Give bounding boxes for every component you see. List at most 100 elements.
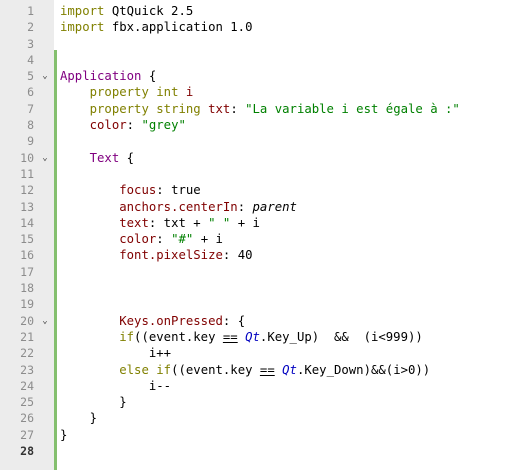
code-token [60, 151, 90, 165]
code-token: : [126, 118, 142, 133]
code-text: import QtQuick 2.5 [60, 3, 193, 19]
code-text: } [60, 394, 127, 410]
code-text: color: "grey" [60, 117, 186, 133]
code-token [60, 85, 90, 99]
code-text: property int i [60, 84, 194, 100]
code-token [60, 314, 119, 328]
code-line[interactable]: 26 } [0, 410, 532, 426]
code-token: color [89, 118, 127, 133]
code-token: property [89, 101, 149, 116]
code-token: : [230, 101, 246, 116]
line-number: 12 [20, 183, 34, 198]
code-token: text [119, 215, 149, 230]
code-line[interactable]: 1 import QtQuick 2.5 [0, 3, 532, 19]
code-token [60, 248, 119, 262]
code-token: i [178, 85, 194, 100]
line-number: 3 [27, 36, 34, 51]
line-number: 5 [27, 69, 34, 84]
code-token: if [119, 329, 135, 344]
code-line[interactable]: 19 [0, 296, 532, 312]
code-line[interactable]: 24 i-- [0, 378, 532, 394]
line-number: 28 [20, 444, 34, 459]
code-line[interactable]: 23 else if((event.key == Qt.Key_Down)&&(… [0, 362, 532, 378]
code-token: ((event.key [171, 362, 260, 377]
line-number: 1 [27, 4, 34, 18]
line-number: 11 [20, 166, 34, 181]
code-token: : txt + [148, 215, 209, 230]
code-line[interactable]: 15 color: "#" + i [0, 231, 532, 247]
code-line[interactable]: 18 [0, 280, 532, 296]
code-token: i++ [60, 346, 172, 361]
code-line[interactable]: 5 ⌄ Application { [0, 68, 532, 84]
code-token: : true [156, 183, 201, 198]
code-text: } [60, 410, 97, 426]
line-number: 25 [20, 395, 34, 410]
code-token [60, 102, 90, 116]
code-line[interactable]: 21 if((event.key == Qt.Key_Up) && (i<999… [0, 329, 532, 345]
line-number: 15 [20, 232, 34, 247]
line-number: 21 [20, 329, 34, 344]
code-text: } [60, 427, 67, 443]
code-token [60, 183, 119, 197]
code-line[interactable]: 11 [0, 166, 532, 182]
code-token: "#" [171, 232, 194, 247]
code-token: Keys.onPressed [119, 313, 223, 328]
code-text: i++ [60, 345, 171, 361]
code-line[interactable]: 12 focus: true [0, 182, 532, 198]
code-token: .Key_Down)&&(i>0)) [296, 362, 431, 377]
code-text: color: "#" + i [60, 231, 223, 247]
code-line[interactable]: 28 [0, 443, 532, 459]
code-line[interactable]: 7 property string txt: "La variable i es… [0, 101, 532, 117]
code-line[interactable]: 4 [0, 52, 532, 68]
fold-toggle-icon[interactable]: ⌄ [42, 152, 48, 163]
code-line[interactable]: 8 color: "grey" [0, 117, 532, 133]
code-token: } [60, 411, 98, 426]
code-line[interactable]: 17 [0, 264, 532, 280]
code-text: font.pixelSize: 40 [60, 247, 252, 263]
code-text: Text { [60, 150, 134, 166]
code-line[interactable]: 13 anchors.centerIn: parent [0, 199, 532, 215]
code-token: if [156, 362, 172, 377]
code-token: + i [230, 215, 260, 230]
code-text: focus: true [60, 182, 201, 198]
code-line[interactable]: 6 property int i [0, 84, 532, 100]
code-line[interactable]: 25 } [0, 394, 532, 410]
code-line[interactable]: 10⌄ Text { [0, 150, 532, 166]
code-token: font.pixelSize [119, 248, 223, 263]
code-token: : [156, 232, 172, 247]
code-token: } [60, 395, 127, 410]
code-line[interactable]: 27} [0, 427, 532, 443]
code-text: Application { [60, 68, 156, 84]
code-token: Qt [282, 362, 297, 377]
line-number: 22 [20, 346, 34, 361]
line-number: 4 [27, 52, 34, 67]
code-line[interactable]: 16 font.pixelSize: 40 [0, 247, 532, 263]
code-text: else if((event.key == Qt.Key_Down)&&(i>0… [60, 362, 430, 378]
code-token [60, 200, 119, 214]
code-token: Application [60, 69, 142, 84]
code-token: .Key_Up) && (i<999)) [259, 329, 423, 344]
code-token: ((event.key [134, 329, 223, 344]
code-line[interactable]: 9 [0, 133, 532, 149]
code-line[interactable]: 14 text: txt + " " + i [0, 215, 532, 231]
code-token: : [237, 199, 253, 214]
code-line[interactable]: 3 [0, 36, 532, 52]
code-token: string [156, 101, 201, 116]
code-line[interactable]: 20⌄ Keys.onPressed: { [0, 313, 532, 329]
code-token: "La variable i est égale à :" [245, 101, 460, 116]
code-token: color [119, 232, 157, 247]
code-token: : { [222, 313, 246, 328]
code-token: import [60, 4, 105, 18]
code-token: } [60, 427, 68, 442]
code-token: Qt [245, 329, 260, 344]
code-line[interactable]: 22 i++ [0, 345, 532, 361]
fold-toggle-icon[interactable]: ⌄ [42, 315, 48, 326]
fold-toggle-icon[interactable]: ⌄ [42, 71, 48, 82]
code-token [238, 330, 245, 344]
code-text: anchors.centerIn: parent [60, 199, 297, 215]
code-token: + i [193, 232, 223, 247]
code-token: { [119, 150, 135, 165]
